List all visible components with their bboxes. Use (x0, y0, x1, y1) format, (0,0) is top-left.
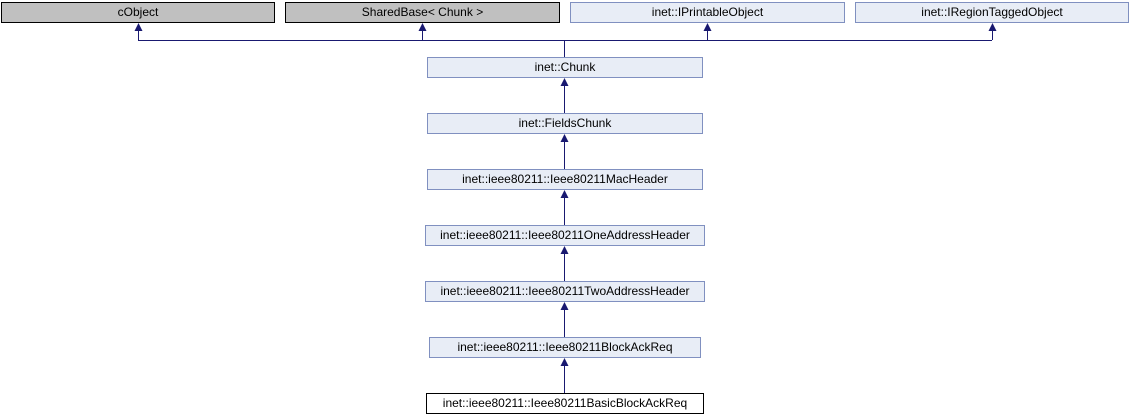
class-node-label: SharedBase< Chunk > (361, 5, 484, 19)
arrow-lines (138, 29, 993, 393)
class-node-label: inet::IRegionTaggedObject (921, 5, 1063, 19)
class-node-ieee80211basicblockackreq: inet::ieee80211::Ieee80211BasicBlockAckR… (426, 393, 704, 414)
class-node-ieee80211blockackreq[interactable]: inet::ieee80211::Ieee80211BlockAckReq (429, 337, 701, 358)
class-node-ieee80211oneaddressheader[interactable]: inet::ieee80211::Ieee80211OneAddressHead… (425, 225, 705, 246)
class-node-fieldschunk[interactable]: inet::FieldsChunk (427, 113, 703, 134)
class-node-label: inet::ieee80211::Ieee80211OneAddressHead… (440, 228, 690, 242)
class-node-label: inet::ieee80211::Ieee80211BasicBlockAckR… (442, 396, 688, 410)
class-node-label: inet::ieee80211::Ieee80211MacHeader (462, 172, 668, 186)
class-node-label: cObject (117, 5, 159, 19)
class-node-sharedbase: SharedBase< Chunk > (285, 2, 560, 23)
class-node-ieee80211twoaddressheader[interactable]: inet::ieee80211::Ieee80211TwoAddressHead… (425, 281, 705, 302)
class-node-label: inet::FieldsChunk (518, 116, 612, 130)
class-node-label: inet::IPrintableObject (651, 5, 764, 19)
class-node-ieee80211macheader[interactable]: inet::ieee80211::Ieee80211MacHeader (427, 169, 703, 190)
arrow-heads (134, 23, 997, 366)
class-node-label: inet::ieee80211::Ieee80211TwoAddressHead… (440, 284, 690, 298)
class-node-cobject: cObject (1, 2, 275, 23)
class-node-iregiontaggedobject[interactable]: inet::IRegionTaggedObject (855, 2, 1129, 23)
class-node-chunk[interactable]: inet::Chunk (427, 57, 703, 78)
class-node-label: inet::Chunk (534, 60, 596, 74)
class-node-iprintableobject[interactable]: inet::IPrintableObject (570, 2, 845, 23)
class-node-label: inet::ieee80211::Ieee80211BlockAckReq (457, 340, 673, 354)
